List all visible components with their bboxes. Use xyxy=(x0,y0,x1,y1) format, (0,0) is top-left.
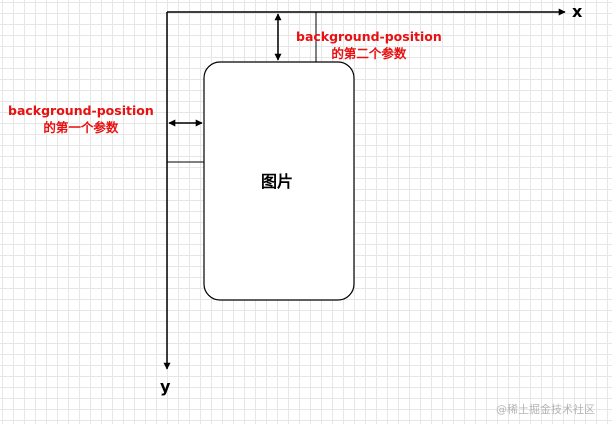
left-annotation-line2: 的第一个参数 xyxy=(43,120,119,135)
top-annotation-line2: 的第二个参数 xyxy=(331,46,407,61)
top-annotation-line1: background-position xyxy=(296,29,442,44)
watermark: @稀土掘金技术社区 xyxy=(496,403,595,416)
image-box xyxy=(203,61,355,301)
top-annotation: background-position 的第二个参数 xyxy=(296,28,442,62)
y-axis-label: y xyxy=(160,377,171,396)
x-axis-label: x xyxy=(572,2,583,21)
left-annotation: background-position 的第一个参数 xyxy=(8,102,154,136)
image-label: 图片 xyxy=(261,172,294,191)
left-annotation-line1: background-position xyxy=(8,103,154,118)
